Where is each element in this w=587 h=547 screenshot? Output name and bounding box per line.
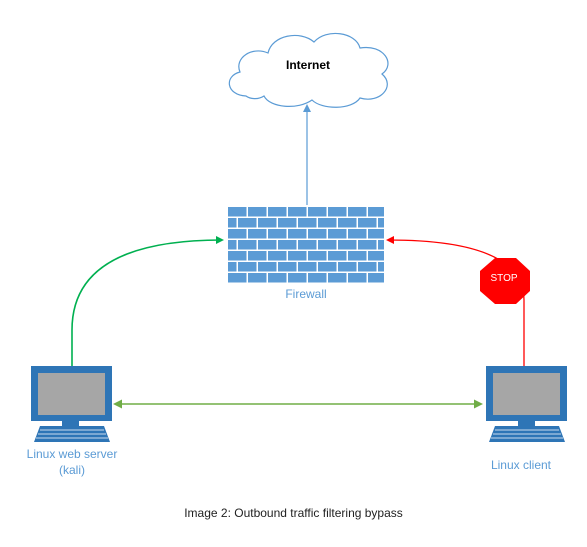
firewall-brick: [368, 273, 384, 283]
firewall-brick: [328, 251, 347, 261]
firewall-brick: [348, 251, 367, 261]
client-laptop-icon: [486, 366, 567, 442]
firewall-brick: [378, 240, 384, 250]
figure-caption: Image 2: Outbound traffic filtering bypa…: [184, 506, 403, 520]
firewall-brick: [228, 273, 247, 283]
firewall-brick: [348, 229, 367, 239]
web-server-label: Linux web server (kali): [12, 446, 132, 478]
internet-label: Internet: [285, 58, 330, 72]
firewall-label: Firewall: [285, 287, 327, 301]
web-server-label-line2: (kali): [59, 463, 85, 477]
firewall-brick: [228, 240, 237, 250]
firewall-brick: [308, 229, 327, 239]
firewall-brick: [238, 262, 257, 272]
firewall-brick: [368, 207, 384, 217]
firewall-brick: [288, 207, 307, 217]
web-server-laptop-icon: [31, 366, 112, 442]
firewall-brick: [318, 240, 337, 250]
firewall-brick: [258, 240, 277, 250]
firewall-brick: [328, 207, 347, 217]
firewall-brick: [268, 251, 287, 261]
firewall-brick: [358, 262, 377, 272]
firewall-brick: [248, 207, 267, 217]
firewall-brick: [328, 229, 347, 239]
stop-sign-label: STOP: [490, 273, 518, 284]
firewall-icon: [228, 207, 384, 283]
firewall-brick: [228, 262, 237, 272]
firewall-brick: [268, 229, 287, 239]
firewall-brick: [228, 251, 247, 261]
firewall-brick: [238, 218, 257, 228]
firewall-brick: [378, 218, 384, 228]
firewall-brick: [288, 251, 307, 261]
firewall-brick: [328, 273, 347, 283]
firewall-brick: [288, 273, 307, 283]
firewall-brick: [278, 262, 297, 272]
firewall-brick: [228, 218, 237, 228]
firewall-brick: [318, 262, 337, 272]
firewall-brick: [308, 207, 327, 217]
firewall-brick: [378, 262, 384, 272]
web-server-label-line1: Linux web server: [26, 447, 118, 461]
firewall-brick: [338, 262, 357, 272]
firewall-brick: [248, 273, 267, 283]
firewall-brick: [308, 273, 327, 283]
firewall-brick: [228, 229, 247, 239]
firewall-brick: [258, 218, 277, 228]
firewall-brick: [238, 240, 257, 250]
firewall-brick: [268, 273, 287, 283]
client-label: Linux client: [490, 458, 552, 472]
firewall-brick: [298, 218, 317, 228]
firewall-brick: [318, 218, 337, 228]
firewall-brick: [278, 240, 297, 250]
firewall-brick: [248, 229, 267, 239]
firewall-brick: [348, 207, 367, 217]
firewall-brick: [338, 218, 357, 228]
firewall-brick: [298, 240, 317, 250]
firewall-brick: [358, 240, 377, 250]
internet-cloud: [228, 32, 389, 108]
firewall-brick: [228, 207, 247, 217]
firewall-brick: [278, 218, 297, 228]
firewall-brick: [358, 218, 377, 228]
firewall-brick: [248, 251, 267, 261]
firewall-brick: [368, 251, 384, 261]
firewall-brick: [258, 262, 277, 272]
firewall-brick: [288, 229, 307, 239]
firewall-brick: [368, 229, 384, 239]
firewall-brick: [298, 262, 317, 272]
firewall-brick: [338, 240, 357, 250]
firewall-brick: [268, 207, 287, 217]
firewall-brick: [308, 251, 327, 261]
firewall-brick: [348, 273, 367, 283]
stop-sign-icon: [480, 258, 530, 304]
server-to-firewall-arrow: [71, 236, 224, 366]
